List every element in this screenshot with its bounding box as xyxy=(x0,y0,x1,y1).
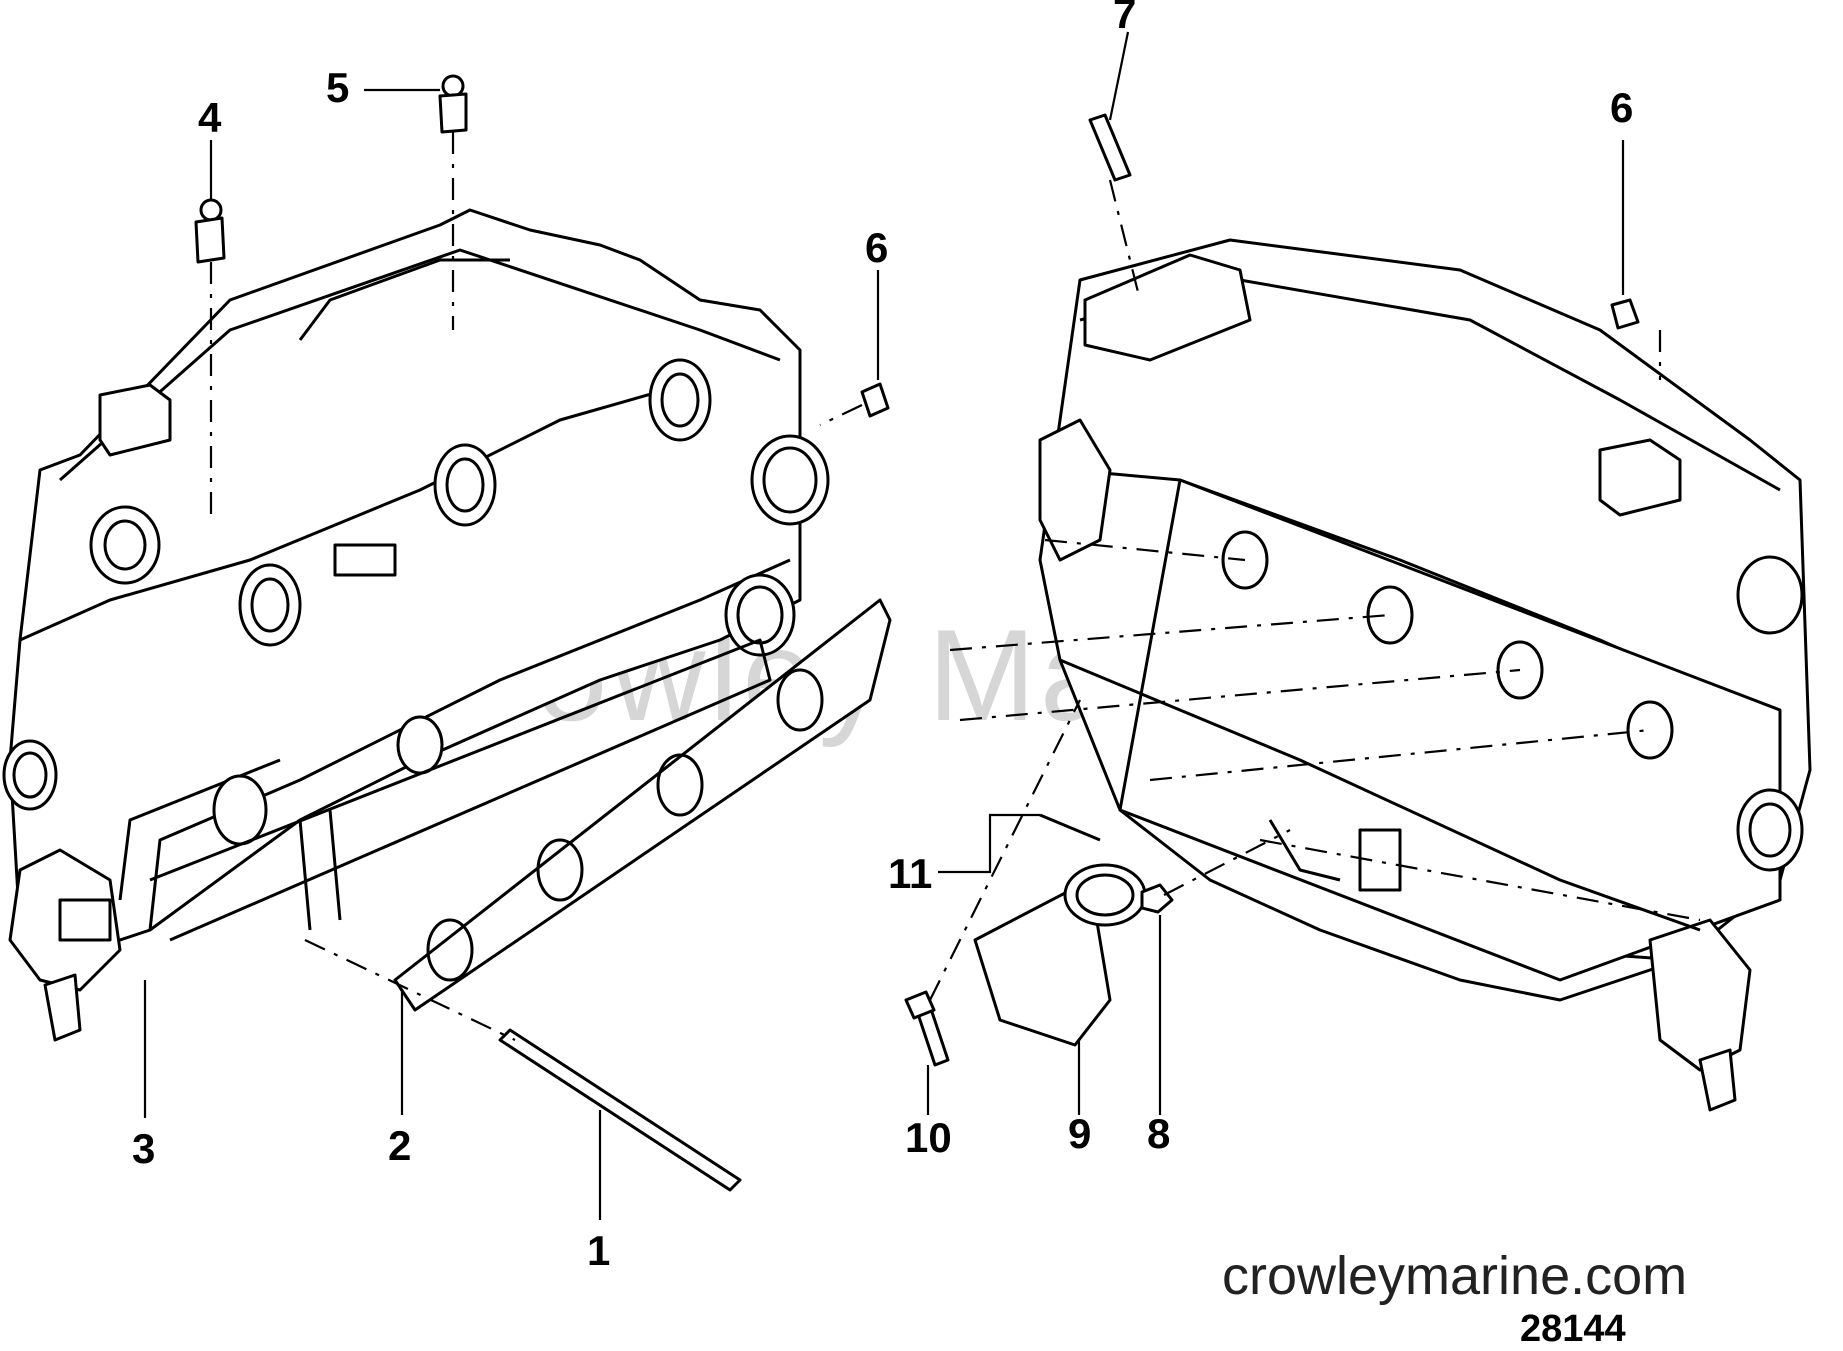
left-exhaust-manifold xyxy=(2,208,830,1042)
right-plug xyxy=(1610,298,1640,330)
leader-lines xyxy=(143,31,1625,1220)
callout-5: 5 xyxy=(326,64,349,111)
right-stud-7 xyxy=(1088,113,1132,182)
callout-1: 1 xyxy=(587,1227,610,1274)
nut-8 xyxy=(1140,883,1174,914)
callout-3: 3 xyxy=(132,1125,155,1172)
bolt-10 xyxy=(904,990,950,1067)
right-exhaust-manifold xyxy=(1038,238,1812,1112)
callouts: 1 2 3 4 5 6 6 7 8 9 10 11 xyxy=(132,0,1633,1274)
callout-6-right: 6 xyxy=(1610,84,1633,131)
site-url: crowleymarine.com xyxy=(1222,1246,1688,1306)
assembly-lines xyxy=(209,132,1701,1041)
exhaust-manifold-gasket xyxy=(393,598,892,1012)
callout-10: 10 xyxy=(905,1114,952,1161)
long-stud xyxy=(498,1028,742,1192)
callout-4: 4 xyxy=(198,94,222,141)
callout-2: 2 xyxy=(388,1122,411,1169)
left-fitting-5 xyxy=(438,74,468,134)
callout-8: 8 xyxy=(1147,1110,1170,1157)
callout-11: 11 xyxy=(888,850,932,897)
figure-number: 28144 xyxy=(1520,1308,1626,1350)
left-fitting-4 xyxy=(194,198,226,264)
left-plug xyxy=(860,382,890,418)
elbow-hose-9 xyxy=(973,863,1147,1047)
callout-9: 9 xyxy=(1068,1110,1091,1157)
callout-6-left: 6 xyxy=(865,224,888,271)
pin-11 xyxy=(1039,813,1101,842)
callout-7: 7 xyxy=(1113,0,1136,37)
